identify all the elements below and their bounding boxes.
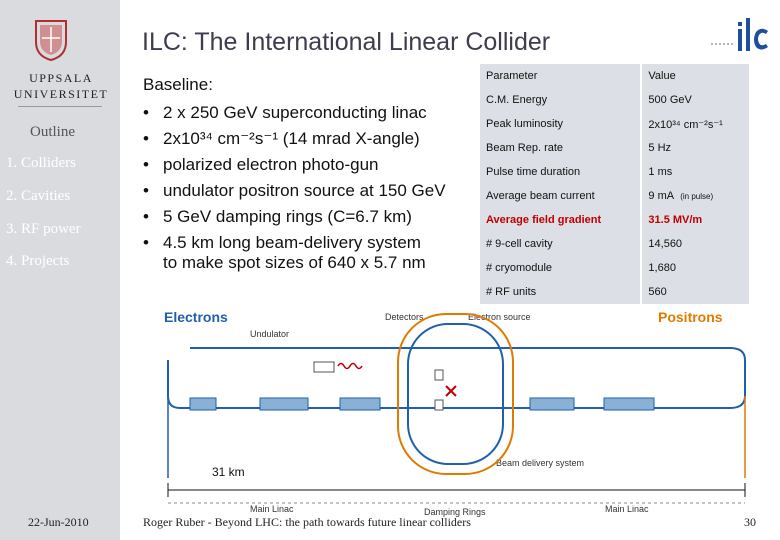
ilc-layout-diagram: Electrons Positrons Detectors Electron s…: [164, 309, 746, 517]
bullet-text: 4.5 km long beam-delivery system: [163, 233, 421, 252]
table-row-highlight: Average field gradient 31.5 MV/m: [480, 208, 749, 232]
list-item: • 4.5 km long beam-delivery system: [143, 230, 446, 256]
electron-source-label: Electron source: [468, 312, 531, 322]
parameter-table: Parameter Value C.M. Energy 500 GeV Peak…: [480, 64, 749, 304]
value-cell: 14,560: [640, 232, 749, 256]
electron-damping-ring: [407, 323, 504, 465]
param-cell: C.M. Energy: [486, 94, 548, 106]
value-cell: 2x10³⁴ cm⁻²s⁻¹: [640, 112, 749, 136]
nav-item-projects[interactable]: 4. Projects: [6, 253, 70, 269]
length-label: 31 km: [212, 465, 245, 479]
electrons-label: Electrons: [164, 309, 228, 325]
linac-module: [339, 397, 381, 411]
page-number: 30: [744, 515, 756, 529]
beam-delivery-label: Beam delivery system: [496, 458, 584, 468]
slide-date: 22-Jun-2010: [28, 515, 89, 529]
damping-rings-label: Damping Rings: [424, 507, 486, 517]
positron-damping-ring: [397, 313, 514, 475]
list-item: • 5 GeV damping rings (C=6.7 km): [143, 204, 446, 230]
table-row: # RF units 560: [480, 280, 749, 304]
linac-module: [189, 397, 217, 411]
bullet-icon: •: [143, 155, 149, 174]
university-divider: [18, 106, 102, 107]
bullet-icon: •: [143, 207, 149, 226]
param-cell: # cryomodule: [486, 262, 553, 274]
linac-module: [603, 397, 655, 411]
undulator-coil-icon: [337, 362, 363, 370]
bullet-text: polarized electron photo-gun: [163, 155, 379, 174]
param-cell: # RF units: [486, 286, 537, 298]
table-row: # 9-cell cavity 14,560: [480, 232, 749, 256]
header-value: Value: [640, 64, 749, 88]
bullet-icon: •: [143, 103, 149, 122]
table-header-row: Parameter Value: [480, 64, 749, 88]
param-cell: Pulse time duration: [486, 166, 581, 178]
value-cell: 1 ms: [640, 160, 749, 184]
param-cell: Average beam current: [486, 190, 595, 202]
baseline-list: • 2 x 250 GeV superconducting linac • 2x10…: [143, 100, 446, 256]
param-cell: Beam Rep. rate: [486, 142, 564, 154]
detector-icon: [434, 399, 444, 411]
list-item: • 2 x 250 GeV superconducting linac: [143, 100, 446, 126]
list-item: • polarized electron photo-gun: [143, 152, 446, 178]
nav-item-colliders[interactable]: 1. Colliders: [6, 155, 76, 171]
table-row: Peak luminosity 2x10³⁴ cm⁻²s⁻¹: [480, 112, 749, 136]
undulator-label: Undulator: [250, 329, 289, 339]
value-text: 9 mA: [648, 190, 675, 202]
bullet-icon: •: [143, 181, 149, 200]
bullet-icon: •: [143, 129, 149, 148]
header-parameter: Parameter: [486, 70, 538, 82]
university-line-2: UNIVERSITET: [13, 87, 109, 101]
university-line-1: UPPSALA: [29, 71, 93, 85]
value-cell: 5 Hz: [640, 136, 749, 160]
ilc-logo-icon: [711, 18, 768, 51]
undulator-module: [313, 361, 335, 373]
value-cell: 560: [640, 280, 749, 304]
baseline-heading: Baseline:: [143, 75, 213, 94]
university-name: UPPSALA UNIVERSITET: [8, 70, 114, 102]
electron-transfer-line: [167, 347, 746, 409]
list-item: • 2x10³⁴ cm⁻²s⁻¹ (14 mrad X-angle): [143, 126, 446, 152]
sidebar: UPPSALA UNIVERSITET Outline 1. Colliders…: [0, 0, 120, 540]
interaction-point-icon: [445, 385, 457, 397]
nav-item-cavities[interactable]: 2. Cavities: [6, 188, 71, 204]
param-cell: Peak luminosity: [486, 118, 564, 130]
university-seal-icon: [35, 20, 67, 62]
value-note: (in pulse): [680, 192, 714, 201]
bullet-text: 2 x 250 GeV superconducting linac: [163, 103, 427, 122]
outline-heading[interactable]: Outline: [30, 124, 75, 140]
linac-module: [529, 397, 575, 411]
value-cell: 31.5 MV/m: [640, 208, 749, 232]
detectors-label: Detectors: [385, 312, 424, 322]
main-linac-left-label: Main Linac: [250, 504, 294, 514]
table-row: Pulse time duration 1 ms: [480, 160, 749, 184]
table-row: Average beam current 9 mA (in pulse): [480, 184, 749, 208]
bullet-text: undulator positron source at 150 GeV: [163, 181, 446, 200]
main-linac-right-label: Main Linac: [605, 504, 649, 514]
bullet-continuation: to make spot sizes of 640 x 5.7 nm: [163, 253, 426, 272]
slide-footer: Roger Ruber - Beyond LHC: the path towar…: [143, 515, 471, 529]
linac-module: [259, 397, 309, 411]
table-row: # cryomodule 1,680: [480, 256, 749, 280]
value-cell: 500 GeV: [640, 88, 749, 112]
detector-icon: [434, 369, 444, 381]
nav-item-rf-power[interactable]: 3. RF power: [6, 221, 81, 237]
bullet-icon: •: [143, 233, 149, 252]
bullet-text: 5 GeV damping rings (C=6.7 km): [163, 207, 412, 226]
slide-title: ILC: The International Linear Collider: [142, 28, 551, 56]
table-row: Beam Rep. rate 5 Hz: [480, 136, 749, 160]
list-item: • undulator positron source at 150 GeV: [143, 178, 446, 204]
bullet-text: 2x10³⁴ cm⁻²s⁻¹ (14 mrad X-angle): [163, 129, 420, 148]
positrons-label: Positrons: [658, 309, 723, 325]
param-cell: # 9-cell cavity: [486, 238, 553, 250]
value-cell: 9 mA (in pulse): [640, 184, 749, 208]
param-cell: Average field gradient: [486, 214, 602, 226]
value-cell: 1,680: [640, 256, 749, 280]
table-row: C.M. Energy 500 GeV: [480, 88, 749, 112]
